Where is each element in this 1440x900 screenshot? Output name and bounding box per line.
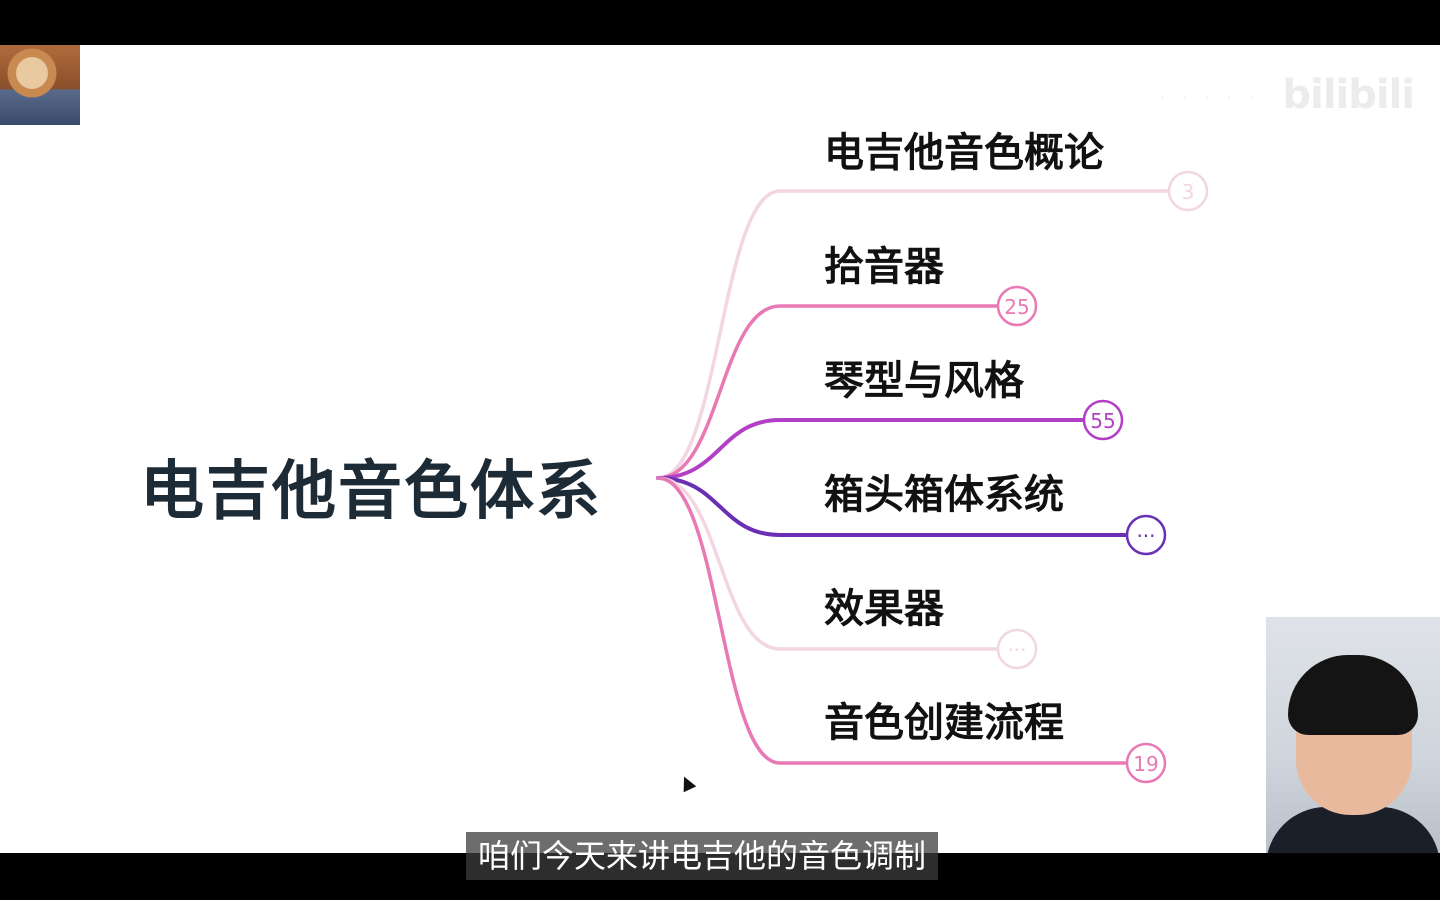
branch-connector-overview <box>656 189 1171 480</box>
branch-label-overview[interactable]: 电吉他音色概论 <box>824 130 1104 176</box>
video-subtitle: 咱们今天来讲电吉他的音色调制 <box>466 832 939 880</box>
top-letterbox <box>0 0 1440 45</box>
branch-badge-effects[interactable] <box>996 628 1038 670</box>
webcam-overlay <box>1266 617 1440 853</box>
branch-label-amp-cab[interactable]: 箱头箱体系统 <box>824 472 1064 518</box>
branch-label-effects[interactable]: 效果器 <box>824 586 944 632</box>
branch-label-pickups[interactable]: 拾音器 <box>824 244 944 290</box>
watermark-dots: · · · · · <box>1160 88 1260 107</box>
branch-badge-count-effects: ··· <box>1007 638 1026 662</box>
branch-connector-effects <box>656 476 1000 651</box>
branch-badge-overview[interactable] <box>1167 170 1209 212</box>
branch-connector-amp-cab <box>656 476 1129 537</box>
branch-connector-workflow <box>656 476 1129 765</box>
branch-badge-count-workflow: 19 <box>1133 752 1158 776</box>
branch-badge-count-guitar-types: 55 <box>1090 409 1115 433</box>
branch-connector-pickups <box>656 304 1000 480</box>
branch-badge-amp-cab[interactable] <box>1125 514 1167 556</box>
branch-badge-workflow[interactable] <box>1125 742 1167 784</box>
branch-label-workflow[interactable]: 音色创建流程 <box>824 700 1064 746</box>
branch-badge-count-pickups: 25 <box>1004 295 1029 319</box>
mindmap-root-title: 电吉他音色体系 <box>140 455 602 529</box>
branch-badge-count-overview: 3 <box>1182 180 1195 204</box>
branch-connector-guitar-types <box>656 418 1086 480</box>
bilibili-watermark: bilibili <box>1282 72 1415 118</box>
branch-label-guitar-types[interactable]: 琴型与风格 <box>824 358 1024 404</box>
branch-badge-count-amp-cab: ··· <box>1136 524 1155 548</box>
branch-badge-guitar-types[interactable] <box>1082 399 1124 441</box>
branch-badge-pickups[interactable] <box>996 285 1038 327</box>
avatar <box>0 45 80 125</box>
webcam-hair <box>1288 655 1418 735</box>
